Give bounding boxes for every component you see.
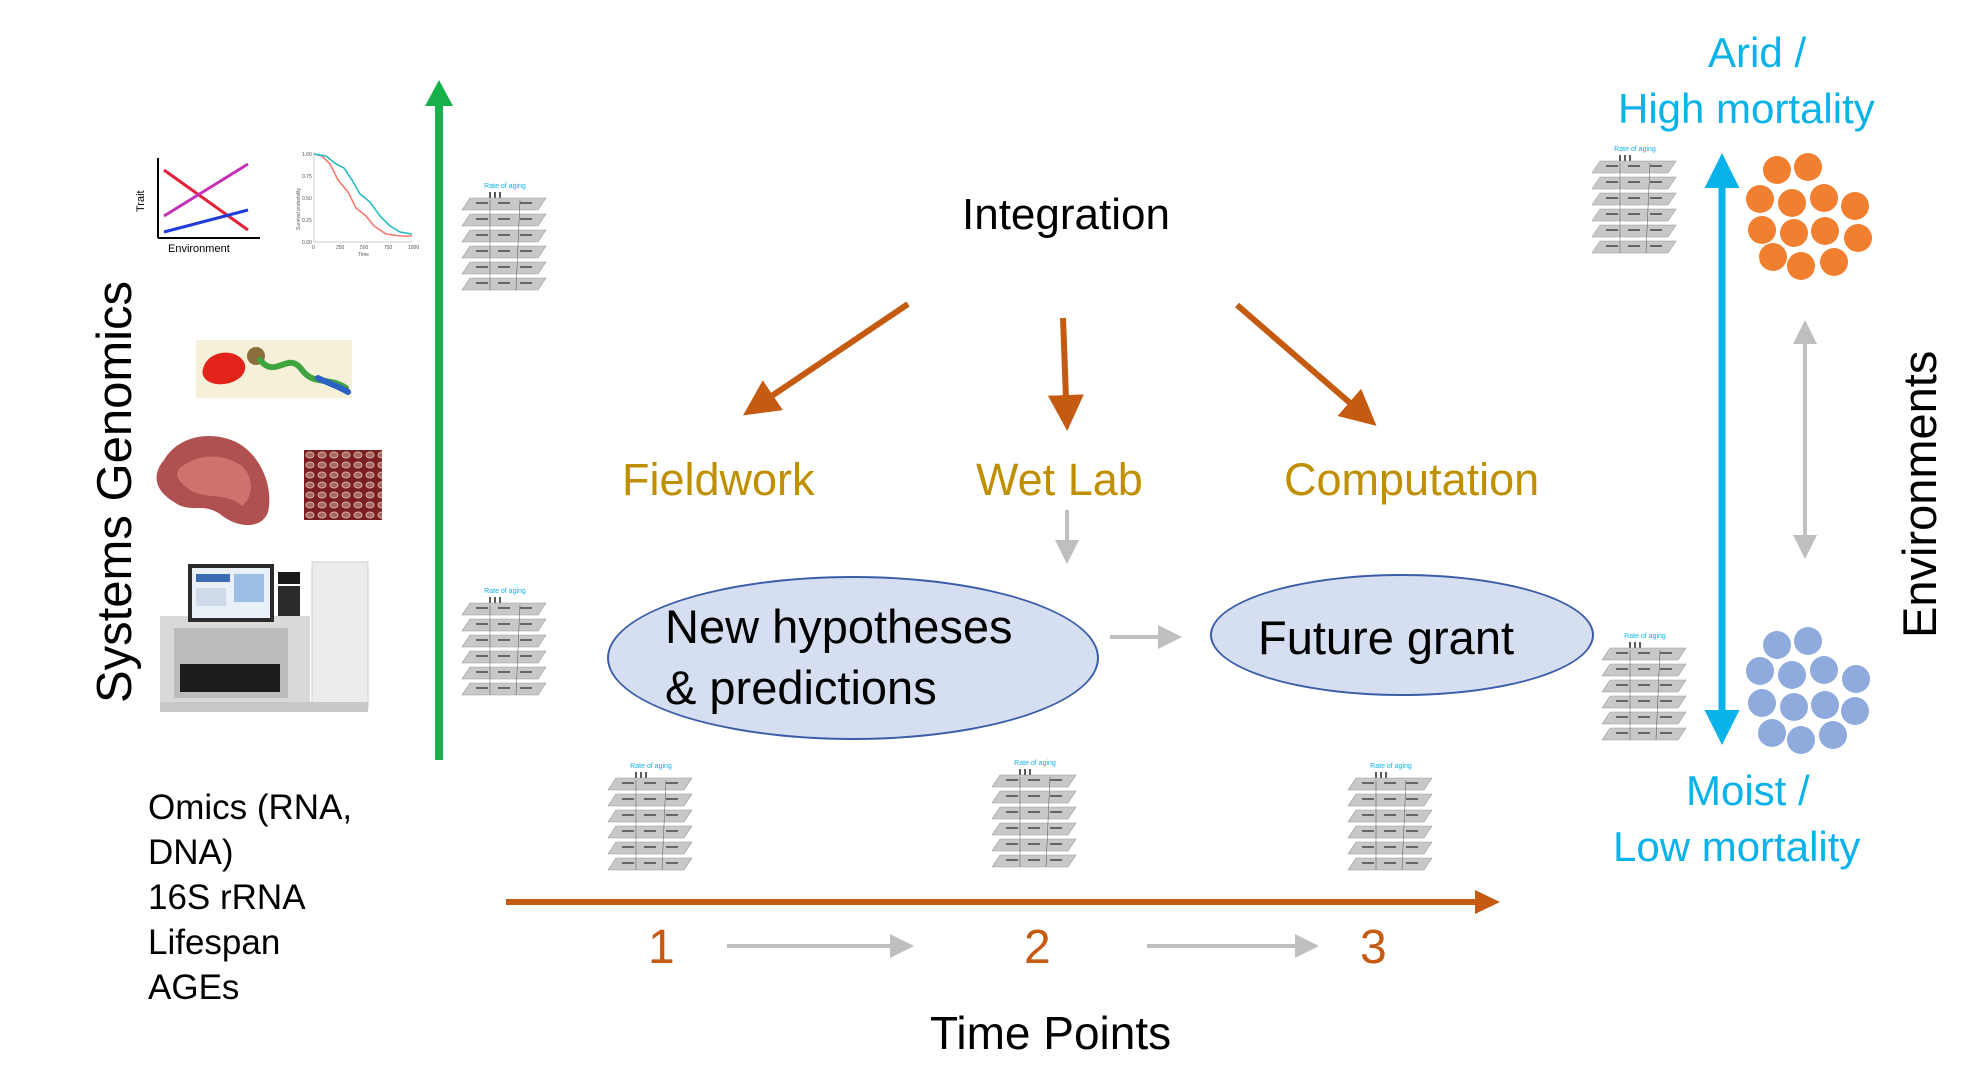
omics-item: Lifespan: [148, 923, 281, 962]
network-stack-title: Rate of aging: [484, 588, 526, 595]
high-mortality-dots: [1746, 153, 1872, 280]
reaction-norm-ylabel: Trait: [135, 190, 147, 212]
multilayer-network-stack: Rate of aging: [1347, 763, 1433, 871]
omics-item: 16S rRNA: [148, 878, 306, 917]
multilayer-network-stack: Rate of aging: [461, 183, 547, 291]
survival-ytick: 0.75: [302, 174, 312, 180]
hypotheses-line-2: & predictions: [665, 661, 937, 715]
omics-item: AGEs: [148, 968, 240, 1007]
time-point-1: 1: [648, 921, 675, 974]
arrow-to-fieldwork: [743, 301, 910, 416]
survival-ytick: 0.00: [302, 240, 312, 246]
network-stack-title: Rate of aging: [484, 183, 526, 190]
future-grant-ellipse: Future grant: [1210, 574, 1594, 696]
reaction-norm-xlabel: Environment: [168, 243, 230, 255]
green-arrowhead: [425, 80, 453, 106]
hypotheses-line-1: New hypotheses: [665, 600, 1013, 653]
hypotheses-ellipse: New hypotheses & predictions: [607, 576, 1099, 740]
time-point-3: 3: [1360, 921, 1387, 974]
survival-ytick: 0.25: [302, 218, 312, 224]
multilayer-network-stack: Rate of aging: [991, 760, 1077, 868]
omics-item: Omics (RNA,: [148, 788, 353, 827]
survival-ylabel: Survival probability: [296, 188, 302, 230]
fieldwork-label: Fieldwork: [622, 454, 815, 505]
environments-label: Environments: [1893, 350, 1946, 638]
survival-ytick: 0.50: [302, 196, 312, 202]
multilayer-network-stack: Rate of aging: [607, 763, 693, 871]
reaction-norm-plot: Trait Environment 0.00 0.25 0.50 0.75 1.00 0…: [135, 152, 419, 258]
worm-illustration: [196, 340, 352, 398]
systems-genomics-label: Systems Genomics: [88, 280, 142, 703]
integration-label: Integration: [962, 190, 1170, 239]
network-stack-title: Rate of aging: [630, 763, 672, 770]
survival-xtick: 750: [384, 245, 393, 251]
wet-lab-label: Wet Lab: [976, 454, 1143, 505]
survival-xtick: 500: [360, 245, 369, 251]
arrow-to-wet-lab: [1047, 317, 1084, 431]
network-stack-title: Rate of aging: [1614, 146, 1656, 153]
arid-line-2: High mortality: [1618, 85, 1875, 132]
low-mortality-dots: [1746, 627, 1870, 754]
survival-xtick: 1000: [408, 245, 419, 251]
scale-skin-photo: [304, 450, 382, 520]
sequencer-machine: [160, 561, 369, 712]
survival-xlabel: Time: [358, 252, 369, 258]
multilayer-network-stack: Rate of aging: [461, 588, 547, 696]
time-points-label: Time Points: [930, 1007, 1172, 1059]
arid-line-1: Arid /: [1708, 29, 1807, 76]
survival-xtick: 250: [336, 245, 345, 251]
network-stack-title: Rate of aging: [1370, 763, 1412, 770]
arrow-to-computation: [1235, 302, 1377, 426]
computation-label: Computation: [1284, 454, 1540, 505]
time-point-2: 2: [1024, 921, 1051, 974]
multilayer-network-stack: Rate of aging: [1601, 633, 1687, 741]
moist-line-2: Low mortality: [1613, 823, 1861, 870]
moist-line-1: Moist /: [1686, 767, 1810, 814]
survival-curve-plot: 0.00 0.25 0.50 0.75 1.00 0 250 500 750 1000 Surv…: [296, 152, 419, 258]
survival-ytick: 1.00: [302, 152, 312, 158]
omics-item: DNA): [148, 833, 234, 872]
network-stack-title: Rate of aging: [1014, 760, 1056, 767]
survival-xtick: 0: [312, 245, 315, 251]
tissue-photo: [156, 436, 270, 525]
multilayer-network-stack: Rate of aging: [1591, 146, 1677, 254]
network-stack-title: Rate of aging: [1624, 633, 1666, 640]
time-axis-arrowhead: [1475, 890, 1500, 914]
future-grant-text: Future grant: [1258, 611, 1515, 664]
hypotheses-text: New hypotheses & predictions: [665, 596, 1012, 718]
